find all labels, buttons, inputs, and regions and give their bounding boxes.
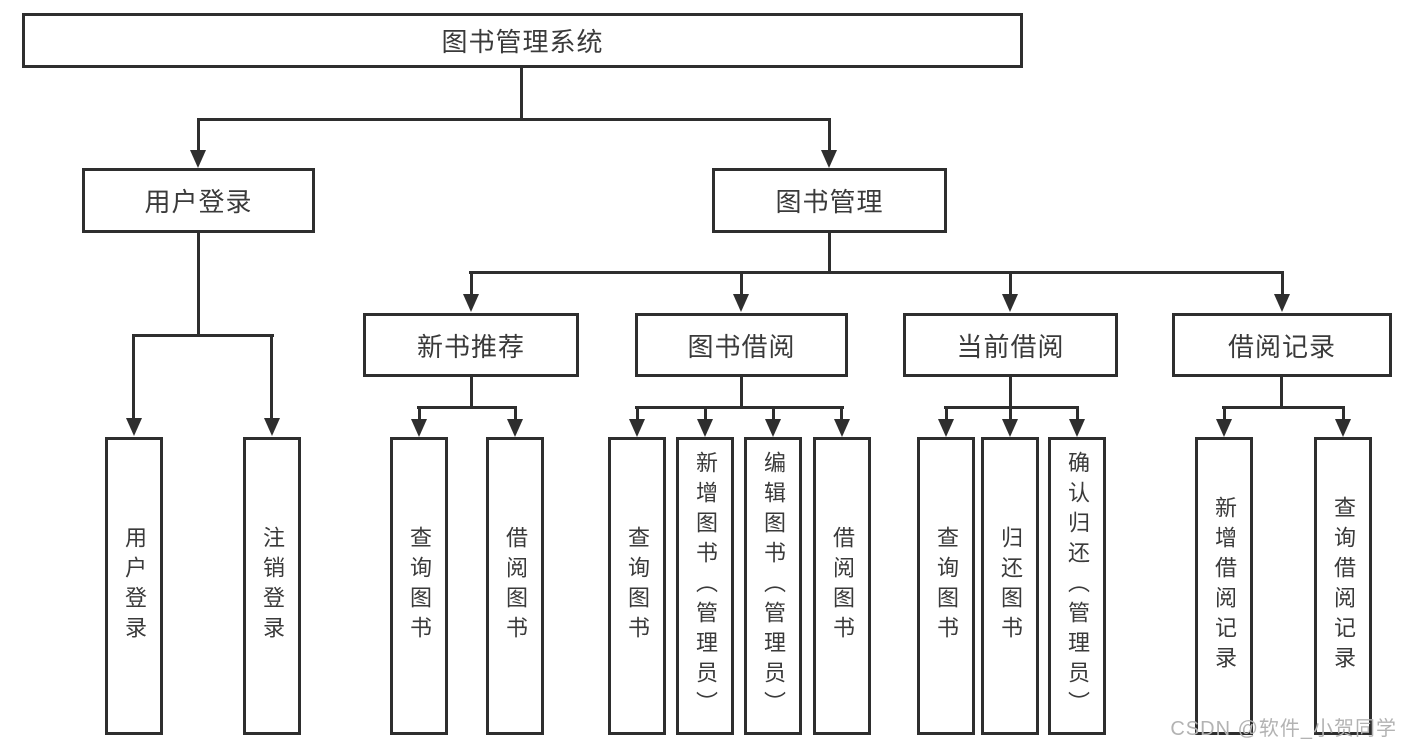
leaf-borrow-book-label: 借阅图书 — [830, 526, 855, 646]
leaf-add-book-admin-label: 新增图书（管理员） — [693, 451, 718, 721]
node-book-management: 图书管理 — [712, 168, 947, 233]
connector-root-stem — [520, 68, 523, 121]
connector-bookmgmt-bar — [469, 271, 1283, 274]
leaf-return-book-label: 归还图书 — [998, 526, 1023, 646]
node-root-label: 图书管理系统 — [441, 27, 604, 57]
arrowhead-icon — [821, 150, 837, 168]
connector-arrow-shaft — [514, 406, 517, 419]
arrowhead-icon — [733, 294, 749, 312]
arrowhead-icon — [697, 419, 713, 437]
leaf-edit-book-admin: 编辑图书（管理员） — [744, 437, 802, 735]
node-borrowing-records: 借阅记录 — [1172, 313, 1392, 377]
leaf-newrec-search-book-label: 查询图书 — [407, 526, 432, 646]
leaf-user-login: 用户登录 — [105, 437, 163, 735]
connector-arrow-shaft — [1342, 406, 1345, 419]
leaf-borrow-search-book: 查询图书 — [608, 437, 666, 735]
arrowhead-icon — [834, 419, 850, 437]
node-root: 图书管理系统 — [22, 13, 1023, 68]
node-user-login: 用户登录 — [82, 168, 315, 233]
connector-newrec-stem — [470, 377, 473, 409]
leaf-edit-book-admin-label: 编辑图书（管理员） — [761, 451, 786, 721]
leaf-confirm-return-admin-label: 确认归还（管理员） — [1065, 451, 1090, 721]
arrowhead-icon — [1069, 419, 1085, 437]
node-user-login-label: 用户登录 — [144, 187, 253, 217]
connector-bookmgmt-stem — [828, 233, 831, 274]
arrowhead-icon — [1335, 419, 1351, 437]
leaf-search-borrow-record-label: 查询借阅记录 — [1331, 496, 1356, 676]
leaf-newrec-search-book: 查询图书 — [390, 437, 448, 735]
arrowhead-icon — [765, 419, 781, 437]
node-book-borrowing: 图书借阅 — [635, 313, 848, 377]
leaf-logout: 注销登录 — [243, 437, 301, 735]
leaf-borrow-book: 借阅图书 — [813, 437, 871, 735]
connector-arrow-shaft — [945, 406, 948, 419]
node-current-borrowing-label: 当前借阅 — [956, 331, 1065, 362]
connector-arrow-shaft — [1009, 406, 1012, 419]
node-book-borrowing-label: 图书借阅 — [687, 331, 796, 362]
leaf-newrec-borrow-book-label: 借阅图书 — [503, 526, 528, 646]
leaf-logout-label: 注销登录 — [260, 526, 285, 646]
arrowhead-icon — [264, 418, 280, 436]
arrowhead-icon — [126, 418, 142, 436]
leaf-current-search-book: 查询图书 — [917, 437, 975, 735]
connector-root-bar — [197, 118, 831, 121]
leaf-confirm-return-admin: 确认归还（管理员） — [1048, 437, 1106, 735]
connector-arrow-shaft — [1009, 271, 1012, 294]
connector-arrow-shaft — [636, 406, 639, 419]
arrowhead-icon — [1002, 419, 1018, 437]
leaf-add-borrow-record: 新增借阅记录 — [1195, 437, 1253, 735]
arrowhead-icon — [629, 419, 645, 437]
connector-userlogin-bar — [132, 334, 274, 337]
node-current-borrowing: 当前借阅 — [903, 313, 1118, 377]
leaf-search-borrow-record: 查询借阅记录 — [1314, 437, 1372, 735]
connector-arrow-shaft — [197, 118, 200, 150]
arrowhead-icon — [1216, 419, 1232, 437]
connector-newrec-bar — [417, 406, 517, 409]
leaf-user-login-label: 用户登录 — [122, 526, 147, 646]
connector-borrow-stem — [740, 377, 743, 409]
arrowhead-icon — [938, 419, 954, 437]
connector-arrow-shaft — [1076, 406, 1079, 419]
leaf-current-search-book-label: 查询图书 — [934, 526, 959, 646]
node-book-management-label: 图书管理 — [775, 187, 884, 217]
connector-arrow-shaft — [772, 406, 775, 419]
node-new-book-recommend: 新书推荐 — [363, 313, 579, 377]
connector-current-stem — [1009, 377, 1012, 409]
leaf-newrec-borrow-book: 借阅图书 — [486, 437, 544, 735]
leaf-borrow-search-book-label: 查询图书 — [625, 526, 650, 646]
connector-arrow-shaft — [1281, 271, 1284, 294]
connector-userlogin-stem — [197, 233, 200, 337]
leaf-add-book-admin: 新增图书（管理员） — [676, 437, 734, 735]
watermark-text: CSDN @软件_小贺同学 — [1170, 718, 1397, 740]
arrowhead-icon — [411, 419, 427, 437]
arrowhead-icon — [463, 294, 479, 312]
arrowhead-icon — [190, 150, 206, 168]
arrowhead-icon — [507, 419, 523, 437]
connector-records-stem — [1280, 377, 1283, 409]
connector-arrow-shaft — [840, 406, 843, 419]
node-new-book-recommend-label: 新书推荐 — [416, 331, 525, 362]
connector-arrow-shaft — [740, 271, 743, 294]
connector-records-bar — [1222, 406, 1345, 409]
connector-arrow-shaft — [1223, 406, 1226, 419]
arrowhead-icon — [1002, 294, 1018, 312]
connector-arrow-shaft — [470, 271, 473, 294]
connector-arrow-shaft — [132, 334, 135, 418]
connector-arrow-shaft — [704, 406, 707, 419]
leaf-add-borrow-record-label: 新增借阅记录 — [1212, 496, 1237, 676]
connector-borrow-bar — [635, 406, 844, 409]
connector-arrow-shaft — [418, 406, 421, 419]
arrowhead-icon — [1274, 294, 1290, 312]
connector-arrow-shaft — [270, 334, 273, 418]
node-borrowing-records-label: 借阅记录 — [1227, 331, 1336, 362]
connector-arrow-shaft — [828, 118, 831, 150]
leaf-return-book: 归还图书 — [981, 437, 1039, 735]
